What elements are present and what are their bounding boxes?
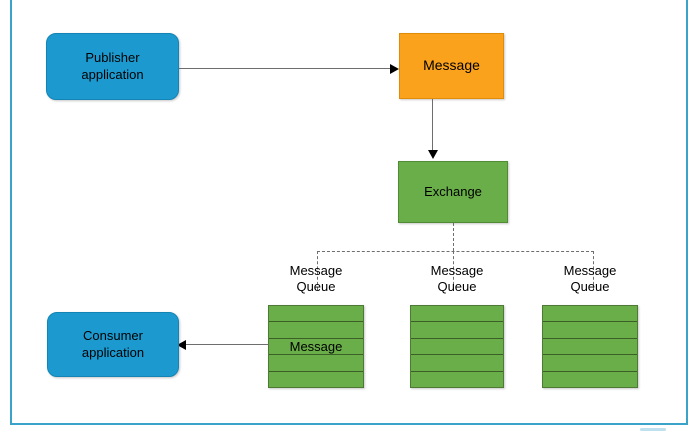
message-queue-2-label: Message Queue: [430, 263, 484, 294]
edge-dashed-drop-queue-2: [453, 251, 454, 290]
queue-1-cell-2[interactable]: [269, 322, 363, 339]
queue-1-cell-3[interactable]: Message: [269, 339, 363, 356]
message-node[interactable]: Message: [399, 33, 504, 99]
message-queue-1[interactable]: Message Queue Message: [268, 263, 364, 388]
message-queue-3-label: Message Queue: [563, 263, 617, 294]
consumer-application-node[interactable]: Consumer application: [47, 312, 179, 377]
message-queue-3-stack[interactable]: [542, 305, 638, 388]
edge-queue-to-consumer-arrowhead: [177, 340, 186, 350]
message-queue-1-label: Message Queue: [289, 263, 343, 294]
queue-3-cell-2[interactable]: [543, 322, 637, 339]
edge-dashed-drop-queue-1: [317, 251, 318, 290]
edge-queue-to-consumer-line: [185, 344, 269, 345]
queue-2-cell-3[interactable]: [411, 339, 503, 356]
queue-3-cell-5[interactable]: [543, 372, 637, 387]
queue-2-cell-1[interactable]: [411, 306, 503, 323]
queue-2-cell-2[interactable]: [411, 322, 503, 339]
queue-3-cell-4[interactable]: [543, 355, 637, 372]
edge-message-to-exchange-line: [432, 99, 433, 152]
exchange-node[interactable]: Exchange: [398, 161, 508, 223]
edge-exchange-dashed-bus: [317, 251, 594, 252]
queue-3-cell-3[interactable]: [543, 339, 637, 356]
page-watermark: [640, 428, 666, 431]
queue-2-cell-4[interactable]: [411, 355, 503, 372]
message-queue-2[interactable]: Message Queue: [410, 263, 504, 388]
message-queue-2-stack[interactable]: [410, 305, 504, 388]
message-queue-3[interactable]: Message Queue: [542, 263, 638, 388]
edge-message-to-exchange-arrowhead: [428, 150, 438, 159]
queue-2-cell-5[interactable]: [411, 372, 503, 387]
queue-1-cell-5[interactable]: [269, 372, 363, 387]
edge-publisher-to-message-line: [179, 68, 391, 69]
edge-dashed-drop-queue-3: [593, 251, 594, 290]
publisher-application-node[interactable]: Publisher application: [46, 33, 179, 100]
message-queue-1-stack[interactable]: Message: [268, 305, 364, 388]
queue-1-cell-1[interactable]: [269, 306, 363, 323]
edge-exchange-dashed-stem: [453, 223, 454, 251]
queue-1-cell-4[interactable]: [269, 355, 363, 372]
queue-3-cell-1[interactable]: [543, 306, 637, 323]
edge-publisher-to-message-arrowhead: [390, 64, 399, 74]
